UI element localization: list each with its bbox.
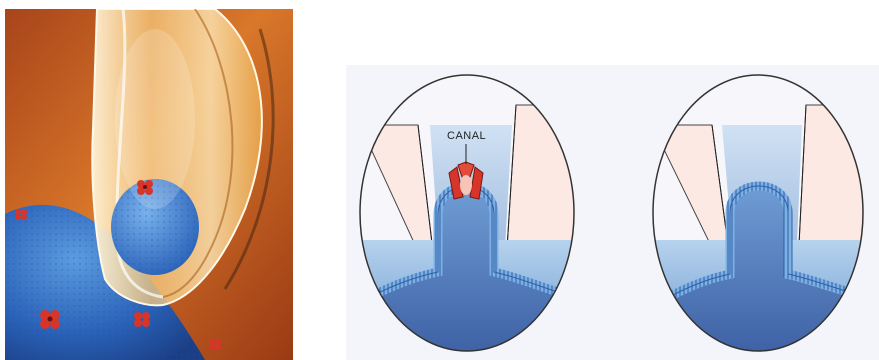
patch-clamp-illustration [5, 9, 293, 360]
glass-highlight [115, 29, 195, 209]
cross-section-svg: CANAL [346, 65, 879, 360]
patch-clamp-svg [5, 9, 293, 360]
cross-section-diagrams: CANAL [346, 65, 879, 360]
canal-label: CANAL [447, 130, 486, 142]
